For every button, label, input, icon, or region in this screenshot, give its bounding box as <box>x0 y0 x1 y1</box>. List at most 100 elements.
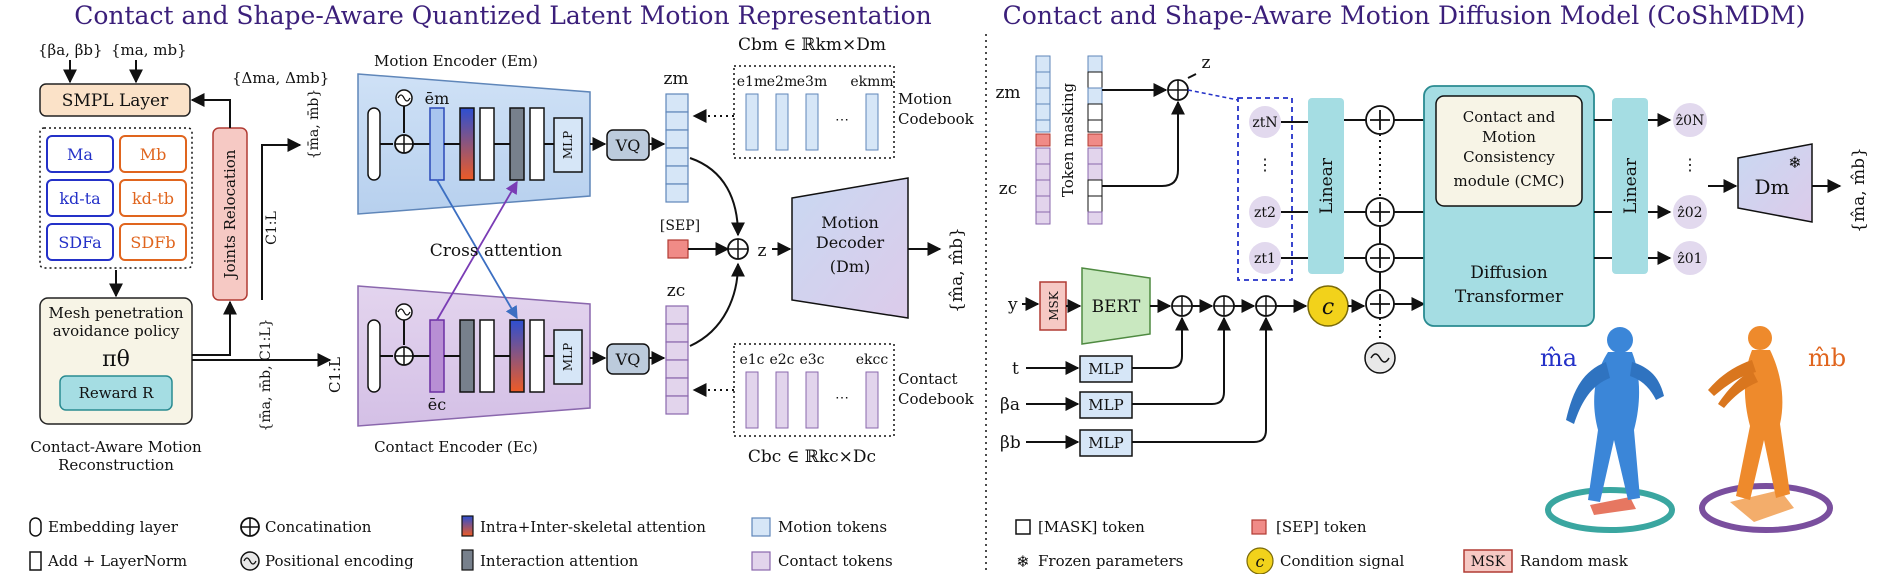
policy-symbol: πθ <box>102 347 130 372</box>
noisy-latent-2-label: zt2 <box>1254 205 1276 221</box>
noisy-latent-n <box>1249 106 1281 138</box>
person-a-figure <box>1545 327 1675 533</box>
legend-posenc-label: Positional encoding <box>265 552 414 570</box>
motion-encoder-label: Motion Encoder (Em) <box>374 52 538 70</box>
output-latent-n <box>1673 103 1707 137</box>
cmc-line-4: module (CMC) <box>1454 172 1565 190</box>
me-embedding <box>367 107 381 181</box>
legend-msk-swatch <box>1463 549 1513 573</box>
code-c-3: e3c <box>799 352 824 368</box>
zc-label: zc <box>667 281 685 301</box>
mesh-item-sdfb-label: SDFb <box>130 233 175 252</box>
bert-shape <box>1081 267 1151 345</box>
mesh-item-kdta <box>46 179 114 217</box>
linear-right-label: Linear <box>1621 157 1641 214</box>
ce-addnorm-2 <box>529 319 545 393</box>
code-c-1: e1c <box>739 352 764 368</box>
output-latent-dots: ⋮ <box>1682 155 1698 174</box>
legend-embedding-swatch <box>29 517 42 537</box>
legend-interaction-label: Interaction attention <box>480 552 639 570</box>
noisy-latents: ztN ⋮ zt2 zt1 <box>1249 106 1281 274</box>
noisy-latent-2 <box>1249 196 1281 228</box>
ce-mlp-label: MLP <box>561 343 575 371</box>
code-m-1: e1m <box>737 74 767 90</box>
contact-codes: e1c e2c e3c ⋯ ekcc <box>739 352 889 429</box>
noisy-latent-1 <box>1249 242 1281 274</box>
bert-label: BERT <box>1092 297 1141 317</box>
denoised-outputs: ẑ0N ⋮ ẑ02 ẑ01 <box>1673 103 1707 275</box>
frozen-decoder-shape <box>1737 143 1813 223</box>
code-m-3: e3m <box>797 74 827 90</box>
motion-codebook-label-2: Codebook <box>898 110 975 128</box>
decoder-out-label: {m̂a, m̂b} <box>947 227 967 313</box>
legend-msk-swatch-label: MSK <box>1471 554 1506 570</box>
legend-mask-token-label: [MASK] token <box>1038 518 1145 536</box>
right-zc-label: zc <box>999 179 1017 199</box>
mesh-items-group <box>39 127 193 269</box>
section-caption-1: Contact-Aware Motion <box>30 438 202 456</box>
legend-sep-token-label: [SEP] token <box>1276 518 1367 536</box>
output-latent-1-label: ẑ01 <box>1677 251 1702 267</box>
section-caption-2: Reconstruction <box>58 456 174 474</box>
sep-token <box>667 239 689 259</box>
legend-mask-token-swatch <box>1015 519 1031 535</box>
legend-intra-swatch <box>461 515 474 537</box>
mb-hat-label: m̂b <box>1808 344 1846 372</box>
vq-contact-label: VQ <box>615 350 641 369</box>
token-masking-label: Token masking <box>1059 82 1077 197</box>
legend-frozen-label: Frozen parameters <box>1038 552 1183 570</box>
decoder-line-2: Decoder <box>816 233 885 252</box>
legend-addnorm-swatch <box>29 551 42 571</box>
ce-intra-attn <box>509 319 525 393</box>
decoder-line-1: Motion <box>821 213 879 232</box>
motion-codebook-label-1: Motion <box>898 90 952 108</box>
legend-snowflake-icon: ❄ <box>1016 552 1029 571</box>
snowflake-icon: ❄ <box>1788 153 1801 172</box>
noisy-latent-n-label: ztN <box>1252 115 1277 131</box>
right-zm-label: zm <box>995 83 1020 103</box>
policy-line-1: Mesh penetration <box>48 304 183 322</box>
cmc-line-1: Contact and <box>1463 108 1556 126</box>
mlp-beta-b-label: MLP <box>1088 434 1123 452</box>
legend: Embedding layer Add + LayerNorm Concatin… <box>29 515 1629 574</box>
legend-cond-label: Condition signal <box>1280 552 1405 570</box>
noisy-latents-box <box>1237 97 1293 281</box>
legend-interaction-swatch <box>461 549 474 571</box>
me-addnorm-2 <box>529 107 545 181</box>
cmc-line-2: Motion <box>1482 128 1536 146</box>
right-z-label: z <box>1202 53 1211 73</box>
y-label: y <box>1007 295 1018 315</box>
reward-box <box>59 375 173 411</box>
joints-relocation-label: Joints Relocation <box>221 149 239 280</box>
code-m-5: ekmm <box>850 74 893 90</box>
diffusion-line-2: Transformer <box>1455 287 1564 307</box>
frozen-decoder-label: Dm <box>1755 175 1790 199</box>
legend-concat-label: Concatination <box>265 518 372 536</box>
contact-codebook-label-1: Contact <box>898 370 958 388</box>
smpl-layer-box <box>39 83 191 117</box>
code-c-5: ekcc <box>856 352 889 368</box>
legend-intra-label: Intra+Inter-skeletal attention <box>480 518 706 536</box>
cross-attention-label: Cross attention <box>430 241 563 261</box>
decoder-line-3: (Dm) <box>830 257 870 276</box>
legend-motion-tokens-swatch <box>751 517 771 537</box>
code-c-4: ⋯ <box>835 390 849 406</box>
me-addnorm-1 <box>479 107 495 181</box>
vq-motion-label: VQ <box>615 136 641 155</box>
ce-addnorm-1 <box>479 319 495 393</box>
beta-a-label: βa <box>1000 395 1020 415</box>
linear-left-label: Linear <box>1317 157 1337 214</box>
smpl-layer-label: SMPL Layer <box>62 91 169 111</box>
mesh-item-kdtb <box>119 179 187 217</box>
reward-label: Reward R <box>79 384 154 402</box>
code-c-2: e2c <box>769 352 794 368</box>
ce-interaction-attn <box>459 319 475 393</box>
mesh-item-sdfa <box>46 223 114 261</box>
mbar-label: {m̄a, m̄b} <box>306 89 322 160</box>
legend-random-mask-label: Random mask <box>1520 552 1629 570</box>
mesh-item-kdta-label: kd-ta <box>59 189 101 208</box>
right-title: Contact and Shape-Aware Motion Diffusion… <box>1003 1 1806 30</box>
mlp-beta-a-label: MLP <box>1088 396 1123 414</box>
output-latent-2 <box>1673 195 1707 229</box>
